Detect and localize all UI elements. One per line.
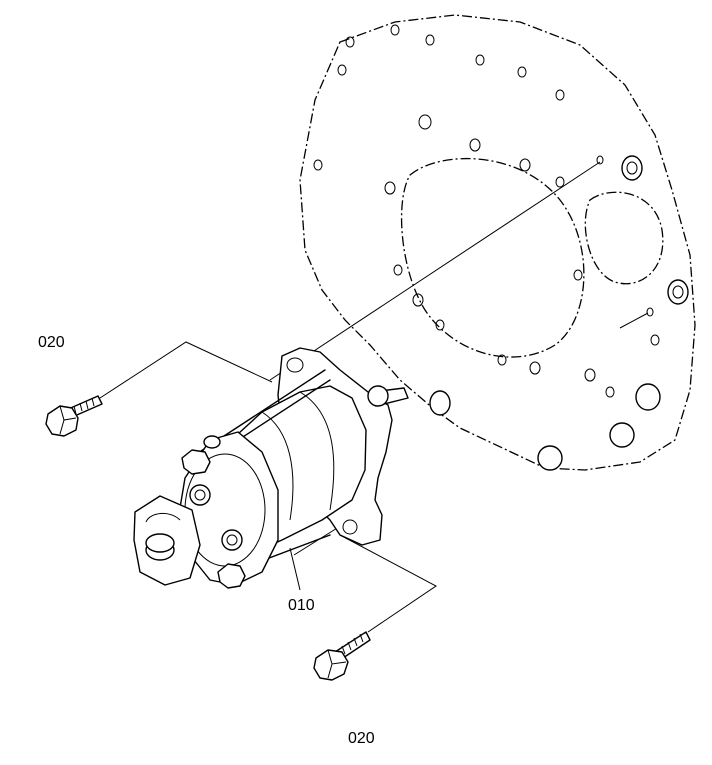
bolt-upper [45, 395, 103, 437]
callout-bolt-lower: 020 [348, 730, 375, 747]
housing-plate [299, 14, 696, 471]
bell-opening [400, 157, 585, 358]
bolt-lower [313, 631, 371, 681]
dowel-bosses [429, 155, 689, 471]
callout-starter: 010 [288, 597, 315, 614]
bolt-holes [313, 24, 660, 398]
callout-bolt-upper: 020 [38, 334, 65, 351]
starter-motor [133, 347, 409, 589]
housing-plate-outline [299, 14, 696, 471]
starter-opening [584, 191, 664, 285]
